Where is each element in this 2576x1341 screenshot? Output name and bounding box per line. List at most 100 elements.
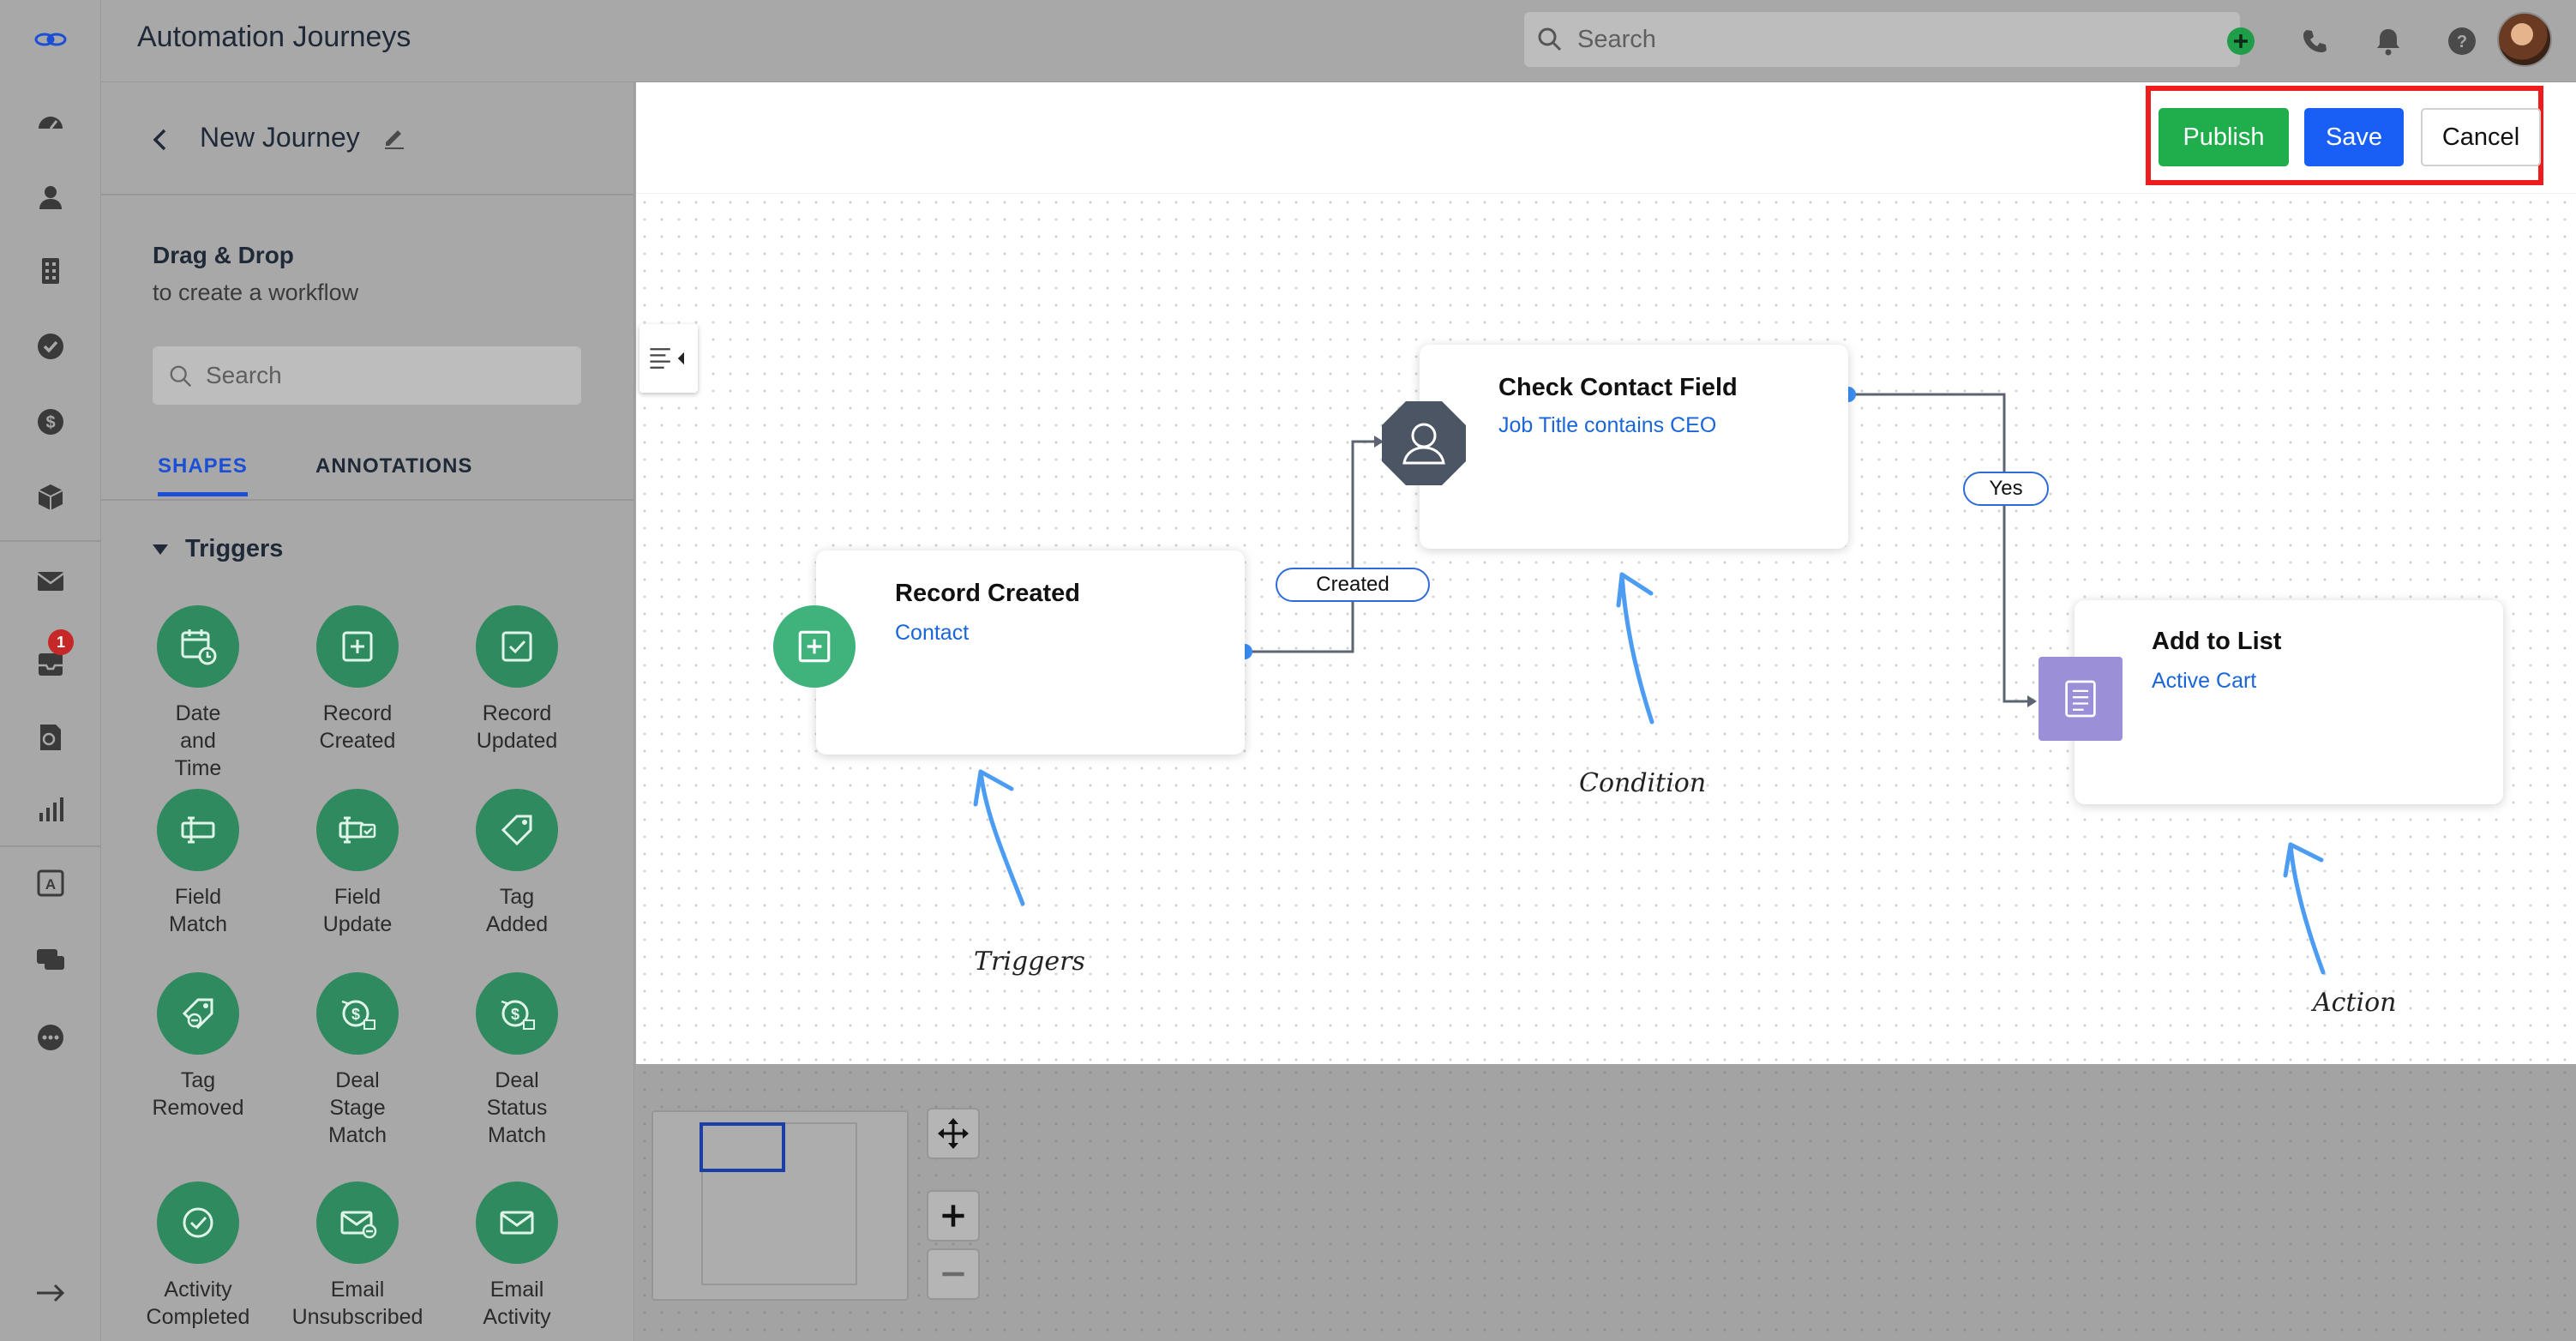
svg-text:$: $ xyxy=(351,1006,360,1023)
calendar-clock-icon xyxy=(157,605,239,688)
plus-square-icon xyxy=(316,605,399,688)
canvas-minimap[interactable] xyxy=(652,1110,909,1301)
dashboard-icon[interactable] xyxy=(0,96,101,147)
shapes-panel: New Journey Drag & Drop to create a work… xyxy=(101,82,634,1341)
minimap-viewport[interactable] xyxy=(700,1122,785,1172)
avatar[interactable] xyxy=(2497,12,2552,67)
node-title: Record Created xyxy=(895,580,1080,607)
global-search[interactable]: Search xyxy=(1524,12,2240,67)
edge-label-yes[interactable]: Yes xyxy=(1963,472,2049,506)
help-icon[interactable]: ? xyxy=(2443,22,2481,60)
search-icon xyxy=(170,365,192,388)
zoom-out-button[interactable] xyxy=(927,1248,980,1300)
back-arrow-icon[interactable] xyxy=(147,125,173,154)
cancel-button[interactable]: Cancel xyxy=(2421,108,2541,166)
automation-icon[interactable]: A xyxy=(0,857,101,909)
phone-icon[interactable] xyxy=(2296,22,2333,60)
inbox-icon[interactable] xyxy=(0,638,101,689)
node-check-contact-field[interactable]: Check Contact Field Job Title contains C… xyxy=(1420,345,1848,549)
shapes-search-placeholder: Search xyxy=(206,362,282,388)
edit-pencil-icon[interactable] xyxy=(381,123,408,151)
publish-button[interactable]: Publish xyxy=(2159,108,2289,166)
node-record-created[interactable]: Record Created Contact xyxy=(816,550,1245,755)
node-add-to-list[interactable]: Add to List Active Cart xyxy=(2075,600,2503,804)
contacts-icon[interactable] xyxy=(0,171,101,223)
triggers-section-toggle[interactable]: Triggers xyxy=(153,535,283,563)
check-circle-icon xyxy=(157,1182,239,1264)
drag-drop-title: Drag & Drop xyxy=(153,242,294,268)
email-icon[interactable] xyxy=(0,556,101,607)
top-header: Automation Journeys Search ? xyxy=(101,0,2576,82)
plus-icon xyxy=(942,1205,964,1227)
save-button[interactable]: Save xyxy=(2304,108,2404,166)
shapes-search-input[interactable]: Search xyxy=(153,346,581,405)
bell-icon[interactable] xyxy=(2369,22,2407,60)
chat-icon[interactable] xyxy=(0,935,101,986)
annotation-condition: Condition xyxy=(1579,768,1707,798)
check-square-icon xyxy=(476,605,558,688)
caret-down-icon xyxy=(153,544,168,555)
move-canvas-button[interactable] xyxy=(927,1108,980,1159)
logo-icon[interactable] xyxy=(0,14,101,65)
expand-arrow-icon[interactable] xyxy=(0,1267,101,1319)
search-icon xyxy=(1538,27,1562,51)
annotation-triggers: Triggers xyxy=(974,947,1085,977)
tab-shapes[interactable]: SHAPES xyxy=(158,454,248,496)
journey-header: New Journey xyxy=(101,82,633,195)
page-title: Automation Journeys xyxy=(137,21,411,53)
documents-icon[interactable] xyxy=(0,712,101,763)
collapse-panel-icon xyxy=(650,348,684,369)
journey-name: New Journey xyxy=(200,122,360,153)
add-icon[interactable] xyxy=(2222,22,2260,60)
companies-icon[interactable] xyxy=(0,245,101,297)
deals-icon[interactable]: $ xyxy=(0,396,101,448)
deal-stage-icon: $ xyxy=(316,972,399,1055)
condition-person-icon xyxy=(1382,401,1466,485)
tasks-icon[interactable] xyxy=(0,321,101,372)
more-icon[interactable] xyxy=(0,1012,101,1063)
reports-icon[interactable] xyxy=(0,784,101,835)
node-subtitle: Active Cart xyxy=(2152,669,2257,693)
panel-toggle-button[interactable] xyxy=(639,324,698,393)
mail-icon xyxy=(476,1182,558,1264)
zoom-in-button[interactable] xyxy=(927,1190,980,1242)
edge-label-created[interactable]: Created xyxy=(1276,568,1430,602)
action-list-icon xyxy=(2039,657,2123,741)
tab-annotations[interactable]: ANNOTATIONS xyxy=(315,454,473,478)
actions-highlight-frame xyxy=(2146,86,2543,185)
search-placeholder: Search xyxy=(1577,26,1656,53)
tag-icon xyxy=(476,789,558,871)
section-title: Triggers xyxy=(185,535,284,562)
field-match-icon xyxy=(157,789,239,871)
node-subtitle: Job Title contains CEO xyxy=(1498,413,1717,437)
inbox-badge: 1 xyxy=(48,629,74,655)
products-icon[interactable] xyxy=(0,472,101,523)
node-title: Check Contact Field xyxy=(1498,374,1738,401)
svg-text:?: ? xyxy=(2457,33,2467,51)
svg-text:$: $ xyxy=(45,413,55,432)
field-update-icon xyxy=(316,789,399,871)
svg-text:$: $ xyxy=(511,1006,519,1023)
mail-minus-icon xyxy=(316,1182,399,1264)
